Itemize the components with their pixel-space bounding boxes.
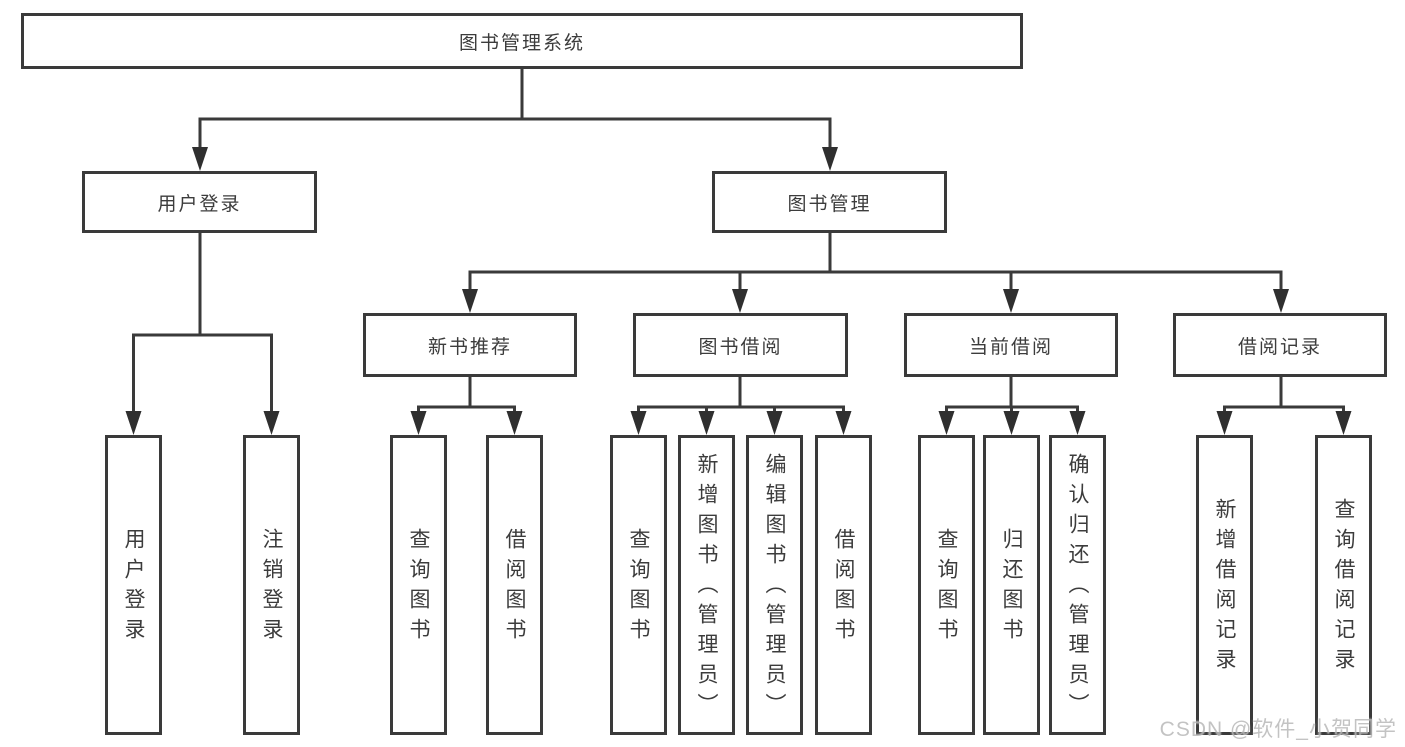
node-borrowing-records: 借阅记录: [1173, 313, 1387, 377]
leaf-query-books-current: 查询图书: [918, 435, 975, 735]
leaf-user-login: 用户登录: [105, 435, 162, 735]
csdn-watermark: CSDN @软件_小贺同学: [1159, 718, 1397, 741]
leaf-edit-books-admin: 编辑图书（管理员）: [746, 435, 803, 735]
leaf-confirm-return-admin: 确认归还（管理员）: [1049, 435, 1106, 735]
leaf-add-books-admin: 新增图书（管理员）: [678, 435, 735, 735]
node-library-management-system: 图书管理系统: [21, 13, 1023, 69]
leaf-add-borrow-record: 新增借阅记录: [1196, 435, 1253, 735]
leaf-borrow-books: 借阅图书: [815, 435, 872, 735]
node-new-book-recommendation: 新书推荐: [363, 313, 577, 377]
node-book-management: 图书管理: [712, 171, 947, 233]
leaf-logout: 注销登录: [243, 435, 300, 735]
leaf-borrow-books-recommend: 借阅图书: [486, 435, 543, 735]
node-user-login: 用户登录: [82, 171, 317, 233]
leaf-query-books-recommend: 查询图书: [390, 435, 447, 735]
node-book-borrowing: 图书借阅: [633, 313, 848, 377]
leaf-query-borrow-record: 查询借阅记录: [1315, 435, 1372, 735]
node-current-borrowing: 当前借阅: [904, 313, 1118, 377]
leaf-query-books-borrow: 查询图书: [610, 435, 667, 735]
leaf-return-books: 归还图书: [983, 435, 1040, 735]
